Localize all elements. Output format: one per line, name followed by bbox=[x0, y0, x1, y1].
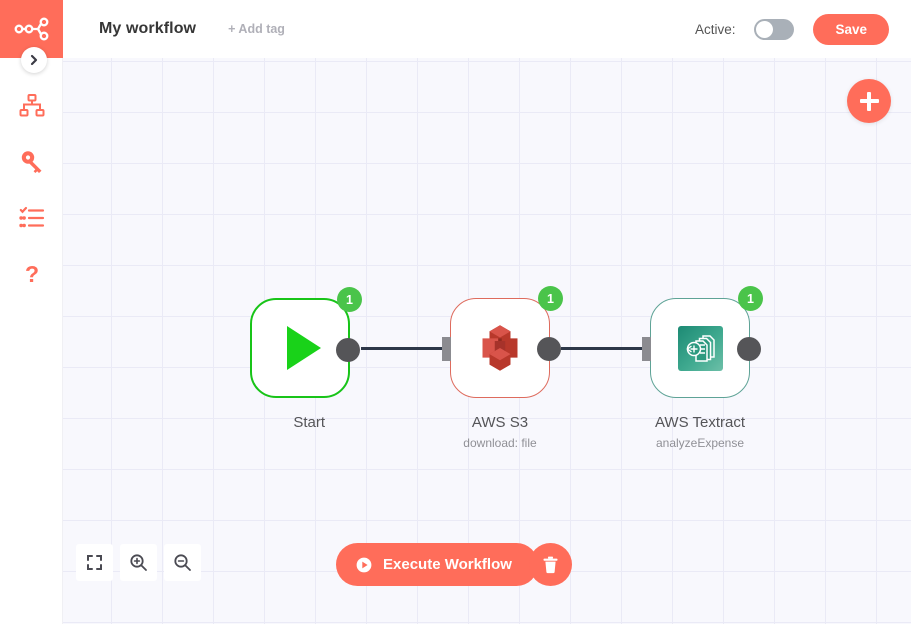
zoom-to-fit-button[interactable] bbox=[76, 544, 113, 581]
sidebar-item-credentials[interactable] bbox=[0, 134, 63, 190]
node-title: AWS S3 bbox=[450, 414, 550, 431]
node-title-text: AWS Textract bbox=[654, 414, 746, 431]
node-output-endpoint[interactable] bbox=[336, 338, 360, 362]
node-output-endpoint[interactable] bbox=[737, 337, 761, 361]
node-subtitle: download: file bbox=[450, 436, 550, 450]
connection-s3-to-textract[interactable] bbox=[561, 347, 649, 350]
chevron-right-icon bbox=[30, 54, 38, 66]
workflow-title[interactable]: My workflow bbox=[99, 20, 197, 37]
save-button[interactable]: Save bbox=[813, 13, 889, 45]
sidebar-item-workflows[interactable] bbox=[0, 78, 63, 134]
workflows-sitemap-icon bbox=[19, 94, 44, 117]
node-title-text: Start bbox=[293, 414, 325, 431]
textract-glyph bbox=[686, 335, 715, 362]
node-aws-s3[interactable]: 1 AWS S3 bbox=[442, 286, 563, 450]
active-label: Active: bbox=[694, 21, 736, 37]
node-title-text: AWS S3 bbox=[471, 414, 529, 431]
node-input-endpoint[interactable] bbox=[442, 337, 451, 361]
execute-workflow-button[interactable]: Execute Workflow bbox=[336, 543, 538, 586]
node-title: AWS Textract bbox=[650, 414, 750, 431]
workflow-canvas[interactable]: 1 Start 1 bbox=[63, 58, 911, 624]
node-start[interactable]: 1 Start bbox=[250, 287, 362, 431]
toggle-knob bbox=[756, 20, 774, 38]
delete-button[interactable] bbox=[529, 543, 572, 586]
play-circle-icon bbox=[356, 557, 372, 572]
node-badge: 1 bbox=[337, 287, 362, 312]
node-subtitle-text: analyzeExpense bbox=[655, 436, 745, 450]
zoom-out-button[interactable] bbox=[164, 544, 201, 581]
node-title: Start bbox=[250, 414, 350, 431]
node-subtitle-text: download: file bbox=[463, 436, 537, 450]
help-question-icon: ? bbox=[24, 261, 38, 287]
sidebar-toggle-button[interactable] bbox=[21, 47, 47, 73]
active-toggle[interactable] bbox=[754, 18, 795, 40]
node-badge: 1 bbox=[738, 286, 763, 311]
svg-text:?: ? bbox=[24, 261, 38, 287]
play-triangle-icon bbox=[287, 326, 321, 370]
node-subtitle: analyzeExpense bbox=[650, 436, 750, 450]
trash-icon bbox=[543, 556, 558, 573]
n8n-logo-icon bbox=[14, 17, 48, 41]
node-input-endpoint[interactable] bbox=[642, 337, 651, 361]
aws-textract-document-icon bbox=[677, 325, 723, 371]
add-tag-button[interactable]: + Add tag bbox=[228, 22, 285, 36]
node-box[interactable]: 1 bbox=[642, 286, 763, 398]
sidebar: ? bbox=[0, 0, 63, 624]
node-aws-textract[interactable]: 1 AW bbox=[642, 286, 763, 450]
aws-s3-bucket-icon bbox=[482, 325, 518, 371]
sidebar-item-executions[interactable] bbox=[0, 190, 63, 246]
executions-list-icon bbox=[18, 206, 44, 228]
credentials-key-icon bbox=[21, 151, 41, 173]
zoom-in-button[interactable] bbox=[120, 544, 157, 581]
header-actions: Active: Save bbox=[694, 13, 889, 45]
node-output-endpoint[interactable] bbox=[537, 337, 561, 361]
add-node-button[interactable] bbox=[847, 79, 891, 123]
zoom-out-icon bbox=[174, 554, 191, 571]
zoom-in-icon bbox=[130, 554, 147, 571]
zoom-to-fit-icon bbox=[87, 555, 102, 570]
sidebar-item-help[interactable]: ? bbox=[0, 246, 63, 302]
connection-start-to-s3[interactable] bbox=[361, 347, 449, 350]
node-badge: 1 bbox=[538, 286, 563, 311]
node-box[interactable]: 1 bbox=[250, 287, 362, 398]
workflow-header: My workflow + Add tag Active: Save bbox=[63, 0, 911, 58]
execute-workflow-label: Execute Workflow bbox=[383, 556, 512, 573]
node-box[interactable]: 1 bbox=[442, 286, 563, 398]
